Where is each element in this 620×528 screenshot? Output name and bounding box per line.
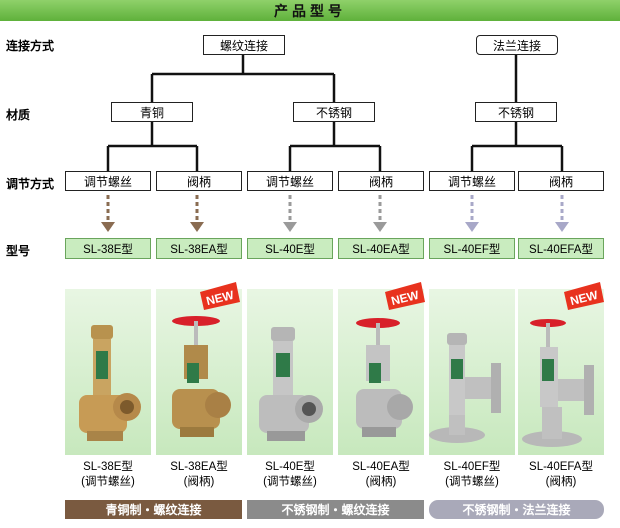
page-title: 产品型号 xyxy=(274,2,346,19)
adjust-box-1: 调节螺丝 xyxy=(65,171,151,191)
model-box-5: SL-40EF型 xyxy=(429,238,515,259)
product-label-2: SL-38EA型 (阀柄) xyxy=(156,460,242,490)
new-badge-3: NEW xyxy=(562,280,606,312)
product-name: SL-40E型 xyxy=(265,461,315,473)
valve-flange-handle-icon xyxy=(522,319,594,447)
row-label-material: 材质 xyxy=(6,108,31,122)
valve-bronze-handle-icon xyxy=(172,316,231,437)
model-box-1: SL-38E型 xyxy=(65,238,151,259)
product-label-1: SL-38E型 (调节螺丝) xyxy=(65,460,151,490)
row-label-connection: 连接方式 xyxy=(6,39,55,53)
adjust-box-6: 阀柄 xyxy=(518,171,604,191)
product-image-4 xyxy=(338,289,424,455)
product-label-4: SL-40EA型 (阀柄) xyxy=(338,460,424,490)
adjust-box-4: 阀柄 xyxy=(338,171,424,191)
model-box-2: SL-38EA型 xyxy=(156,238,242,259)
row-label-model: 型号 xyxy=(6,244,31,258)
product-image-1 xyxy=(65,289,151,455)
new-badge-icon: NEW xyxy=(200,282,240,310)
adjust-box-2: 阀柄 xyxy=(156,171,242,191)
svg-text:NEW: NEW xyxy=(205,288,236,309)
svg-text:NEW: NEW xyxy=(569,288,600,309)
product-label-3: SL-40E型 (调节螺丝) xyxy=(247,460,333,490)
new-badge-2: NEW xyxy=(383,280,427,312)
product-note: (阀柄) xyxy=(545,476,577,488)
product-name: SL-38EA型 xyxy=(170,461,228,473)
adjust-box-3: 调节螺丝 xyxy=(247,171,333,191)
category-bar-flange: 不锈钢制・法兰连接 xyxy=(429,500,604,519)
product-name: SL-40EFA型 xyxy=(529,461,593,473)
new-badge-1: NEW xyxy=(198,280,242,312)
new-badge-icon: NEW xyxy=(385,282,425,310)
svg-text:NEW: NEW xyxy=(390,288,421,309)
product-name: SL-40EA型 xyxy=(352,461,410,473)
connection-box-flange: 法兰连接 xyxy=(476,35,558,55)
product-label-6: SL-40EFA型 (阀柄) xyxy=(518,460,604,490)
product-note: (调节螺丝) xyxy=(445,476,499,488)
material-box-bronze: 青铜 xyxy=(111,102,193,122)
product-note: (调节螺丝) xyxy=(81,476,135,488)
connection-box-threaded: 螺纹连接 xyxy=(203,35,285,55)
new-badge-icon: NEW xyxy=(564,282,604,310)
title-bar: 产品型号 xyxy=(0,0,620,21)
product-note: (阀柄) xyxy=(183,476,215,488)
product-label-5: SL-40EF型 (调节螺丝) xyxy=(429,460,515,490)
category-bar-bronze: 青铜制・螺纹连接 xyxy=(65,500,242,519)
product-name: SL-40EF型 xyxy=(443,461,501,473)
model-box-3: SL-40E型 xyxy=(247,238,333,259)
product-note: (调节螺丝) xyxy=(263,476,317,488)
valve-flange-screw-icon xyxy=(429,333,501,443)
adjust-box-5: 调节螺丝 xyxy=(429,171,515,191)
product-note: (阀柄) xyxy=(365,476,397,488)
valve-stainless-handle-icon xyxy=(356,318,413,437)
category-bar-stainless: 不锈钢制・螺纹连接 xyxy=(247,500,424,519)
product-image-5 xyxy=(429,289,515,455)
material-box-stainless-flange: 不锈钢 xyxy=(475,102,557,122)
valve-bronze-screw-icon xyxy=(79,325,141,441)
material-box-stainless-threaded: 不锈钢 xyxy=(293,102,375,122)
product-image-3 xyxy=(247,289,333,455)
model-box-6: SL-40EFA型 xyxy=(518,238,604,259)
product-name: SL-38E型 xyxy=(83,461,133,473)
valve-stainless-screw-icon xyxy=(259,327,323,441)
product-image-6 xyxy=(518,289,604,455)
model-box-4: SL-40EA型 xyxy=(338,238,424,259)
product-image-2 xyxy=(156,289,242,455)
row-label-adjust: 调节方式 xyxy=(6,177,55,191)
